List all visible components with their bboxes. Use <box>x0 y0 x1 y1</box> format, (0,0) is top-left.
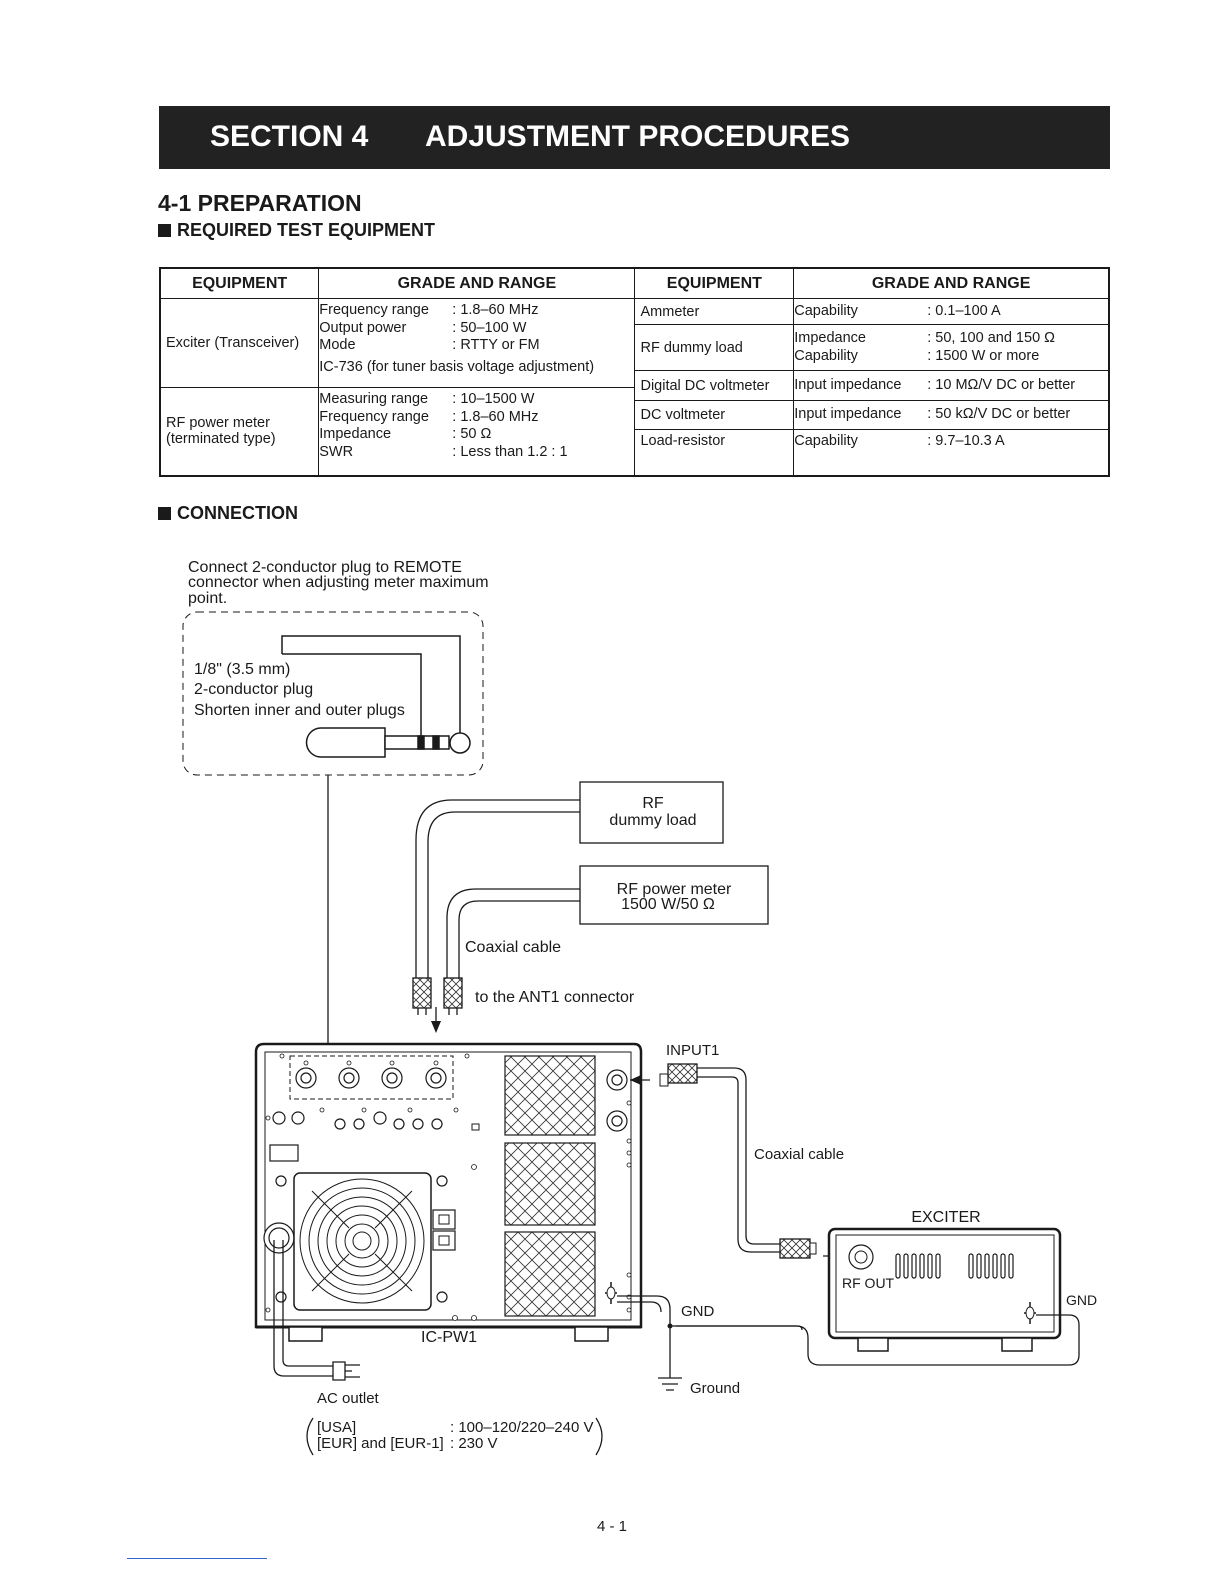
down-arrow-icon <box>431 1021 441 1033</box>
svg-text:[EUR] and [EUR-1]: [EUR] and [EUR-1] <box>317 1435 444 1452</box>
vent-icon <box>504 1055 596 1136</box>
ammeter-specs: Capability: 0.1–100 A <box>793 298 1110 325</box>
load-resistor-specs: Capability: 9.7–10.3 A <box>793 429 1110 476</box>
junction-dot <box>667 1323 673 1329</box>
rf-power-meter-box <box>579 865 769 925</box>
load-resistor-name: Load-resistor <box>634 429 795 476</box>
ammeter-name: Ammeter <box>634 298 795 325</box>
section-title: ADJUSTMENT PROCEDURES <box>425 120 851 153</box>
coax-connector-icon <box>809 1242 817 1255</box>
header-grade: GRADE AND RANGE <box>318 267 636 299</box>
table-row: RF dummy load Impedance: 50, 100 and 150… <box>160 324 1110 371</box>
equipment-subheading: REQUIRED TEST EQUIPMENT <box>158 220 435 241</box>
rf-dummy-load-label: dummy load <box>609 812 696 829</box>
square-bullet-icon <box>158 507 171 520</box>
ac-outlet-label: AC outlet <box>317 1390 380 1407</box>
exciter-name: Exciter (Transceiver) <box>159 298 320 388</box>
rf-power-meter-label: 1500 W/50 Ω <box>621 896 715 913</box>
square-bullet-icon <box>158 224 171 237</box>
svg-text:point.: point. <box>188 590 227 607</box>
digital-voltmeter-name: Digital DC voltmeter <box>634 370 795 401</box>
table-row: Load-resistor Capability: 9.7–10.3 A <box>160 429 1110 476</box>
left-paren <box>306 1417 314 1456</box>
rf-power-meter-label: RF power meter <box>617 881 732 898</box>
coaxial-cable-label: Coaxial cable <box>754 1146 844 1163</box>
rf-meter-specs: Measuring range: 10–1500 W Frequency ran… <box>318 387 636 476</box>
rf-out-label: RF OUT <box>842 1275 895 1291</box>
coaxial-cable-top <box>415 799 580 978</box>
coax-connector-icon <box>659 1073 669 1087</box>
svg-text:: 100–120/220–240 V: : 100–120/220–240 V <box>450 1419 593 1436</box>
table-row: Digital DC voltmeter Input impedance: 10… <box>160 370 1110 401</box>
section-number: SECTION 4 <box>210 120 369 153</box>
svg-text:[USA]: [USA] <box>317 1419 356 1436</box>
table-row: RF power meter (terminated type) Measuri… <box>159 387 1109 476</box>
svg-text:2-conductor plug: 2-conductor plug <box>194 681 313 698</box>
exciter-note: IC-736 (for tuner basis voltage adjustme… <box>319 358 595 375</box>
rf-dummy-load-box <box>579 781 724 844</box>
table-row: DC voltmeter Input impedance: 50 kΩ/V DC… <box>160 400 1110 430</box>
ic-pw1-amplifier <box>254 1042 643 1342</box>
ant1-label: to the ANT1 connector <box>475 989 635 1006</box>
dc-voltmeter-specs: Input impedance: 50 kΩ/V DC or better <box>793 400 1110 430</box>
digital-voltmeter-specs: Input impedance: 10 MΩ/V DC or better <box>793 370 1110 401</box>
left-arrow-icon <box>630 1075 641 1085</box>
exciter-unit <box>827 1227 1062 1352</box>
dc-voltmeter-name: DC voltmeter <box>634 400 795 430</box>
ground-symbol-icon <box>658 1377 682 1391</box>
ac-power-cord <box>273 1240 360 1381</box>
amplifier-model-label: IC-PW1 <box>421 1329 477 1346</box>
page-heading: 4-1 PREPARATION <box>158 190 362 216</box>
header-equipment: EQUIPMENT <box>634 267 795 299</box>
vent-icon <box>504 1142 596 1226</box>
page-number: 4 - 1 <box>596 1518 627 1535</box>
section-banner: SECTION 4 ADJUSTMENT PROCEDURES <box>159 106 1110 169</box>
vent-icon <box>504 1231 596 1317</box>
ground-label: Ground <box>690 1380 740 1397</box>
ground-wire <box>617 1295 1080 1378</box>
plug-label: 1/8" (3.5 mm) 2-conductor plug Shorten i… <box>194 661 405 719</box>
header-grade: GRADE AND RANGE <box>793 267 1110 299</box>
two-conductor-plug-icon <box>281 635 471 758</box>
coax-connector-icon <box>412 977 463 1015</box>
table-row: Exciter (Transceiver) Frequency range: 1… <box>159 298 1110 388</box>
footer-divider <box>127 1558 267 1559</box>
coaxial-cable-label: Coaxial cable <box>465 939 561 956</box>
amp-gnd-label: GND <box>681 1303 715 1320</box>
coaxial-cable-right <box>697 1067 780 1253</box>
exciter-label: EXCITER <box>911 1209 980 1226</box>
svg-text:Connect 2-conductor plug to RE: Connect 2-conductor plug to REMOTE <box>188 559 462 576</box>
table-header-row: EQUIPMENT GRADE AND RANGE EQUIPMENT GRAD… <box>159 267 1110 299</box>
svg-text:Shorten inner and outer plugs: Shorten inner and outer plugs <box>194 702 405 719</box>
fan-icon <box>293 1172 432 1311</box>
coax-connector-icon <box>779 1238 811 1259</box>
svg-text:connector when adjusting meter: connector when adjusting meter maximum <box>188 574 489 591</box>
equipment-table: EQUIPMENT GRADE AND RANGE EQUIPMENT GRAD… <box>159 267 1110 477</box>
svg-text:: 230 V: : 230 V <box>450 1435 498 1452</box>
coax-connector-icon <box>667 1063 698 1084</box>
remote-note: Connect 2-conductor plug to REMOTE conne… <box>188 559 489 607</box>
voltage-list: [USA] : 100–120/220–240 V [EUR] and [EUR… <box>317 1419 593 1452</box>
exciter-gnd-label: GND <box>1066 1292 1097 1308</box>
dummy-load-specs: Impedance: 50, 100 and 150 Ω Capability:… <box>793 324 1110 371</box>
svg-text:1/8" (3.5 mm): 1/8" (3.5 mm) <box>194 661 290 678</box>
input1-label: INPUT1 <box>666 1042 719 1059</box>
rf-dummy-load-label: RF <box>642 795 664 812</box>
plug-detail-box <box>182 611 484 776</box>
connection-subheading: CONNECTION <box>158 503 298 524</box>
rf-meter-name: RF power meter (terminated type) <box>159 387 320 476</box>
dummy-load-name: RF dummy load <box>634 324 795 371</box>
exciter-specs: Frequency range: 1.8–60 MHz Output power… <box>318 298 636 388</box>
right-paren <box>595 1417 603 1456</box>
